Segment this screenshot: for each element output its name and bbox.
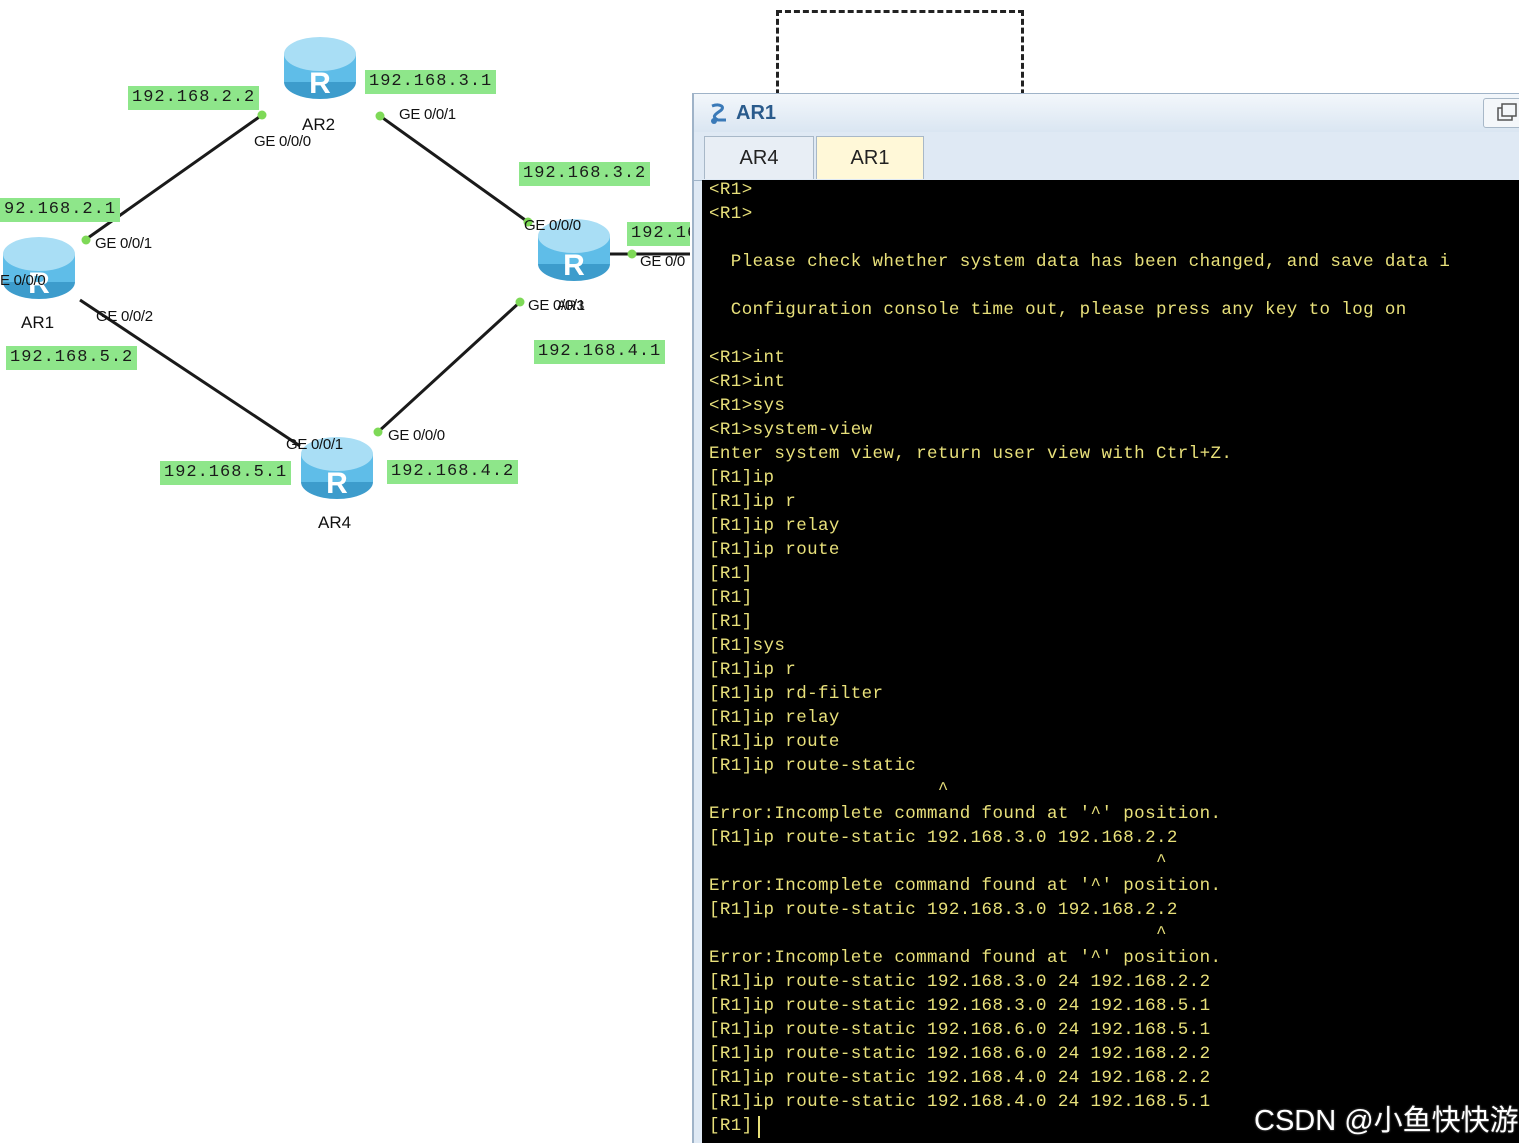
router-icon-ar4[interactable]: R (300, 436, 374, 500)
terminal-line: Configuration console time out, please p… (709, 300, 1407, 320)
port-label: GE 0/0/2 (96, 308, 153, 325)
svg-text:R: R (309, 67, 331, 100)
ip-label: 192.168.4.2 (387, 460, 519, 484)
terminal-line: [R1]ip route-static 192.168.3.0 24 192.1… (709, 996, 1211, 1016)
terminal-line: [R1] (709, 612, 753, 632)
svg-text:R: R (563, 249, 585, 282)
terminal-line: <R1>sys (709, 396, 786, 416)
terminal-line: [R1]ip r (709, 660, 797, 680)
terminal-line: Error:Incomplete command found at '^' po… (709, 876, 1222, 896)
window-title: AR1 (736, 102, 777, 124)
tab-ar4[interactable]: AR4 (704, 136, 814, 179)
terminal-line: ^ (709, 924, 1167, 944)
port-label: GE 0/0/1 (95, 235, 152, 252)
terminal-line: <R1> (709, 204, 753, 224)
terminal-app-icon (711, 103, 726, 124)
ip-label: 192.168.3.2 (519, 162, 651, 186)
terminal-line: Error:Incomplete command found at '^' po… (709, 804, 1222, 824)
port-label: GE 0/0/0 (388, 427, 445, 444)
selection-box (776, 10, 1024, 113)
terminal-output[interactable]: <R1> <R1> Please check whether system dat… (702, 180, 1519, 1143)
port-dot (373, 427, 383, 437)
terminal-line: [R1]ip route-static (709, 756, 917, 776)
port-dot (515, 297, 525, 307)
terminal-line: ^ (709, 780, 949, 800)
ip-label: 192.168.1 (627, 222, 690, 246)
port-label: GE 0/0/0 (524, 217, 581, 234)
text-cursor (758, 1116, 760, 1138)
watermark: CSDN @小鱼快快游 (1254, 1105, 1519, 1137)
terminal-line: [R1]ip r (709, 492, 797, 512)
port-label: GE 0/0/0 (254, 133, 311, 150)
terminal-line: [R1] (709, 1116, 753, 1136)
terminal-line: [R1]ip relay (709, 516, 840, 536)
terminal-line: <R1>int (709, 348, 786, 368)
port-label: GE 0/0/1 (286, 436, 343, 453)
terminal-line: [R1]ip route (709, 732, 840, 752)
terminal-line: [R1]ip rd-filter (709, 684, 884, 704)
port-dot (375, 111, 385, 121)
port-dot (257, 110, 267, 120)
terminal-line: [R1]ip route-static 192.168.3.0 24 192.1… (709, 972, 1211, 992)
router-name-ar2: AR2 (302, 115, 336, 134)
router-name-ar4: AR4 (318, 513, 352, 532)
terminal-line: [R1]ip route-static 192.168.4.0 24 192.1… (709, 1092, 1211, 1112)
terminal-line: Please check whether system data has bee… (709, 252, 1451, 272)
port-label: E 0/0/0 (0, 272, 46, 289)
port-label: GE 0/0/1 (528, 297, 585, 314)
terminal-line: ^ (709, 852, 1167, 872)
terminal-line: [R1]ip route-static 192.168.6.0 24 192.1… (709, 1044, 1211, 1064)
ip-label: 192.168.5.1 (160, 461, 292, 485)
router-icon-ar1[interactable]: R (2, 236, 76, 300)
router-name-ar3: AR3 (557, 297, 585, 313)
terminal-line: Enter system view, return user view with… (709, 444, 1233, 464)
svg-text:R: R (326, 467, 348, 500)
terminal-line: [R1]ip route-static 192.168.3.0 192.168.… (709, 828, 1178, 848)
ip-label: 192.168.5.2 (6, 346, 138, 370)
link-ar1-ar4 (79, 298, 301, 448)
ip-label: 192.168.3.1 (365, 70, 497, 94)
port-label: GE 0/0 (640, 253, 685, 270)
ip-label: 192.168.4.1 (534, 340, 666, 364)
link-ar4-ar3 (376, 300, 522, 434)
terminal-line: [R1]sys (709, 636, 786, 656)
svg-text:R: R (28, 267, 50, 300)
terminal-line: [R1]ip route-static 192.168.6.0 24 192.1… (709, 1020, 1211, 1040)
terminal-line: Error:Incomplete command found at '^' po… (709, 948, 1222, 968)
ip-label: 92.168.2.1 (0, 198, 121, 222)
tab-ar1[interactable]: AR1 (816, 136, 924, 179)
router-icon-ar3[interactable]: R (537, 218, 611, 282)
terminal-line: [R1]ip route (709, 540, 840, 560)
terminal-line: [R1] (709, 588, 753, 608)
terminal-line: [R1] (709, 564, 753, 584)
window-titlebar[interactable]: AR1 (694, 94, 1519, 132)
port-dot (81, 235, 91, 245)
tab-bar: AR4 AR1 (694, 132, 1519, 181)
router-name-ar1: AR1 (21, 313, 55, 332)
ip-label: 192.168.2.2 (128, 86, 260, 110)
port-dot (523, 217, 533, 227)
terminal-line: [R1]ip relay (709, 708, 840, 728)
terminal-line: <R1>int (709, 372, 786, 392)
link-ar2-ar3 (379, 114, 529, 224)
terminal-line: <R1> (709, 180, 753, 200)
network-topology (79, 110, 690, 448)
console-window[interactable]: AR1 AR4 AR1 <R1> <R1> Please check whethe… (692, 93, 1519, 1143)
terminal-line: [R1]ip route-static 192.168.3.0 192.168.… (709, 900, 1178, 920)
terminal-line: [R1]ip route-static 192.168.4.0 24 192.1… (709, 1068, 1211, 1088)
restore-button[interactable] (1483, 98, 1519, 128)
terminal-line: [R1]ip (709, 468, 775, 488)
terminal-line: <R1>system-view (709, 420, 873, 440)
restore-icon (1497, 103, 1517, 121)
port-dot (627, 249, 637, 259)
router-icon-ar2[interactable]: R (283, 36, 357, 100)
port-label: GE 0/0/1 (399, 106, 456, 123)
